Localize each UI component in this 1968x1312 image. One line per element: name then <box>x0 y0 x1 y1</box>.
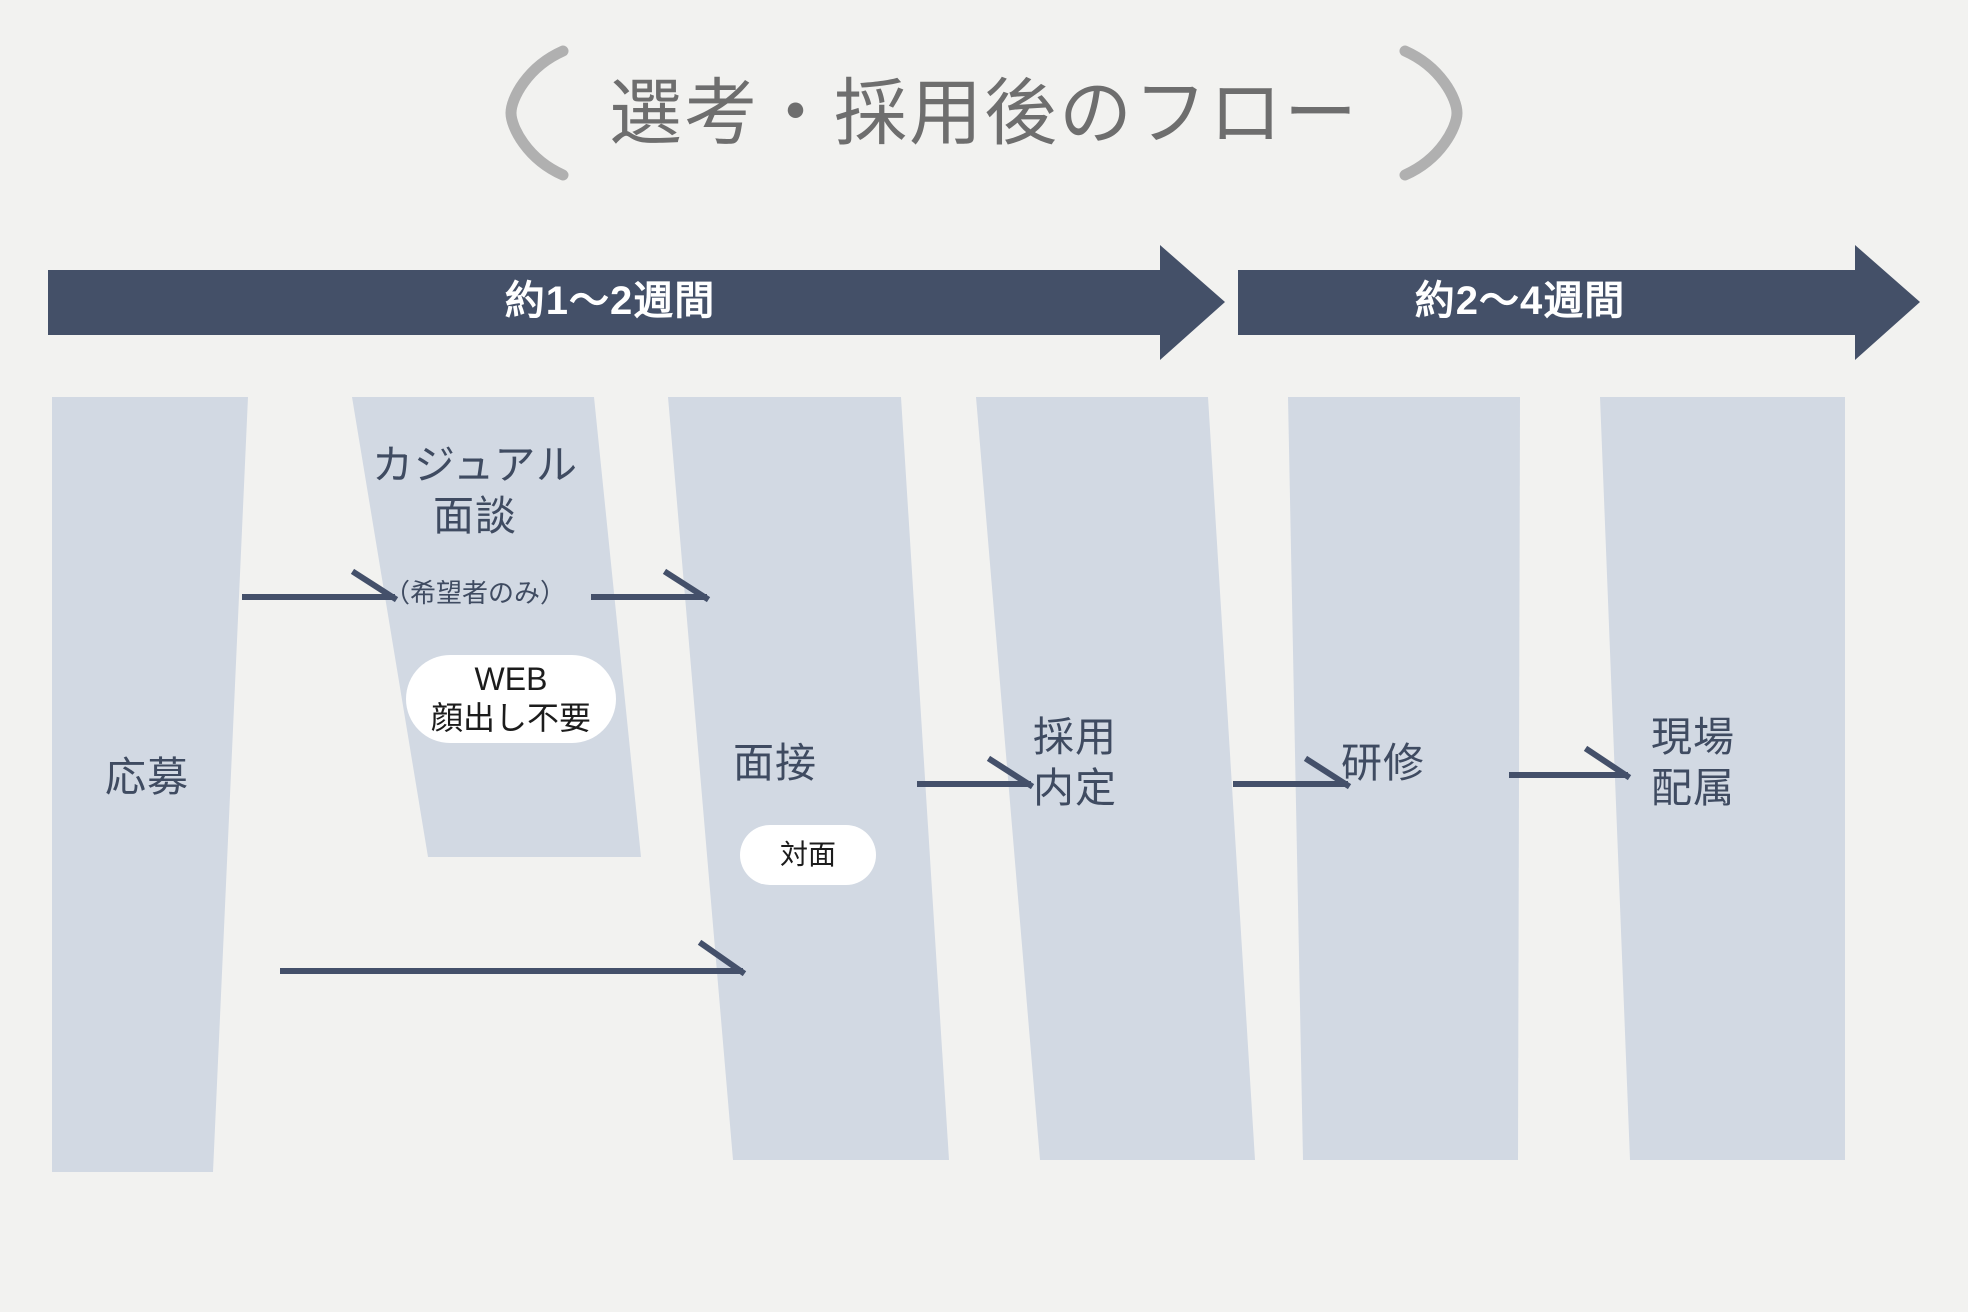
flow-column-training <box>1288 397 1520 1160</box>
flow-sublabel-casual: （希望者のみ） <box>383 578 566 608</box>
timeline-label-phase-1: 約1〜2週間 <box>504 279 716 323</box>
flow-label-offer: 採用 内定 <box>1033 714 1117 811</box>
page-title-text: 選考・採用後のフロー <box>609 72 1359 154</box>
badge-web-line2: 顔出し不要 <box>430 700 591 736</box>
badge-web-line1: WEB <box>474 660 548 697</box>
page-title: 選考・採用後のフロー <box>0 28 1968 198</box>
badge-inperson-interview: 対面 <box>740 825 876 885</box>
connector-interview-to-offer <box>917 755 1035 790</box>
connector-apply-to-interview <box>280 939 747 977</box>
badge-web-casual: WEB 顔出し不要 <box>406 655 616 743</box>
connector-training-to-assignment <box>1509 745 1632 781</box>
flow-label-apply: 応募 <box>105 754 189 800</box>
badge-inperson-line1: 対面 <box>779 838 836 870</box>
flow-label-assignment: 現場 配属 <box>1651 714 1735 811</box>
flow-label-interview: 面接 <box>733 740 817 786</box>
connector-apply-to-casual <box>242 568 399 603</box>
left-paren-icon <box>505 45 569 181</box>
flow-label-training: 研修 <box>1341 740 1425 786</box>
connector-casual-to-interview <box>591 568 711 603</box>
right-paren-icon <box>1399 45 1463 181</box>
flow-column-offer <box>976 397 1255 1160</box>
timeline-arrow-phase-1 <box>48 245 1225 360</box>
timeline-arrow-phase-2 <box>1238 245 1920 360</box>
connector-offer-to-training <box>1233 755 1352 790</box>
flow-column-assignment <box>1600 397 1845 1160</box>
timeline-label-phase-2: 約2〜4週間 <box>1414 279 1626 323</box>
flow-label-casual: カジュアル 面談 <box>372 442 578 539</box>
flow-column-apply <box>52 397 248 1172</box>
